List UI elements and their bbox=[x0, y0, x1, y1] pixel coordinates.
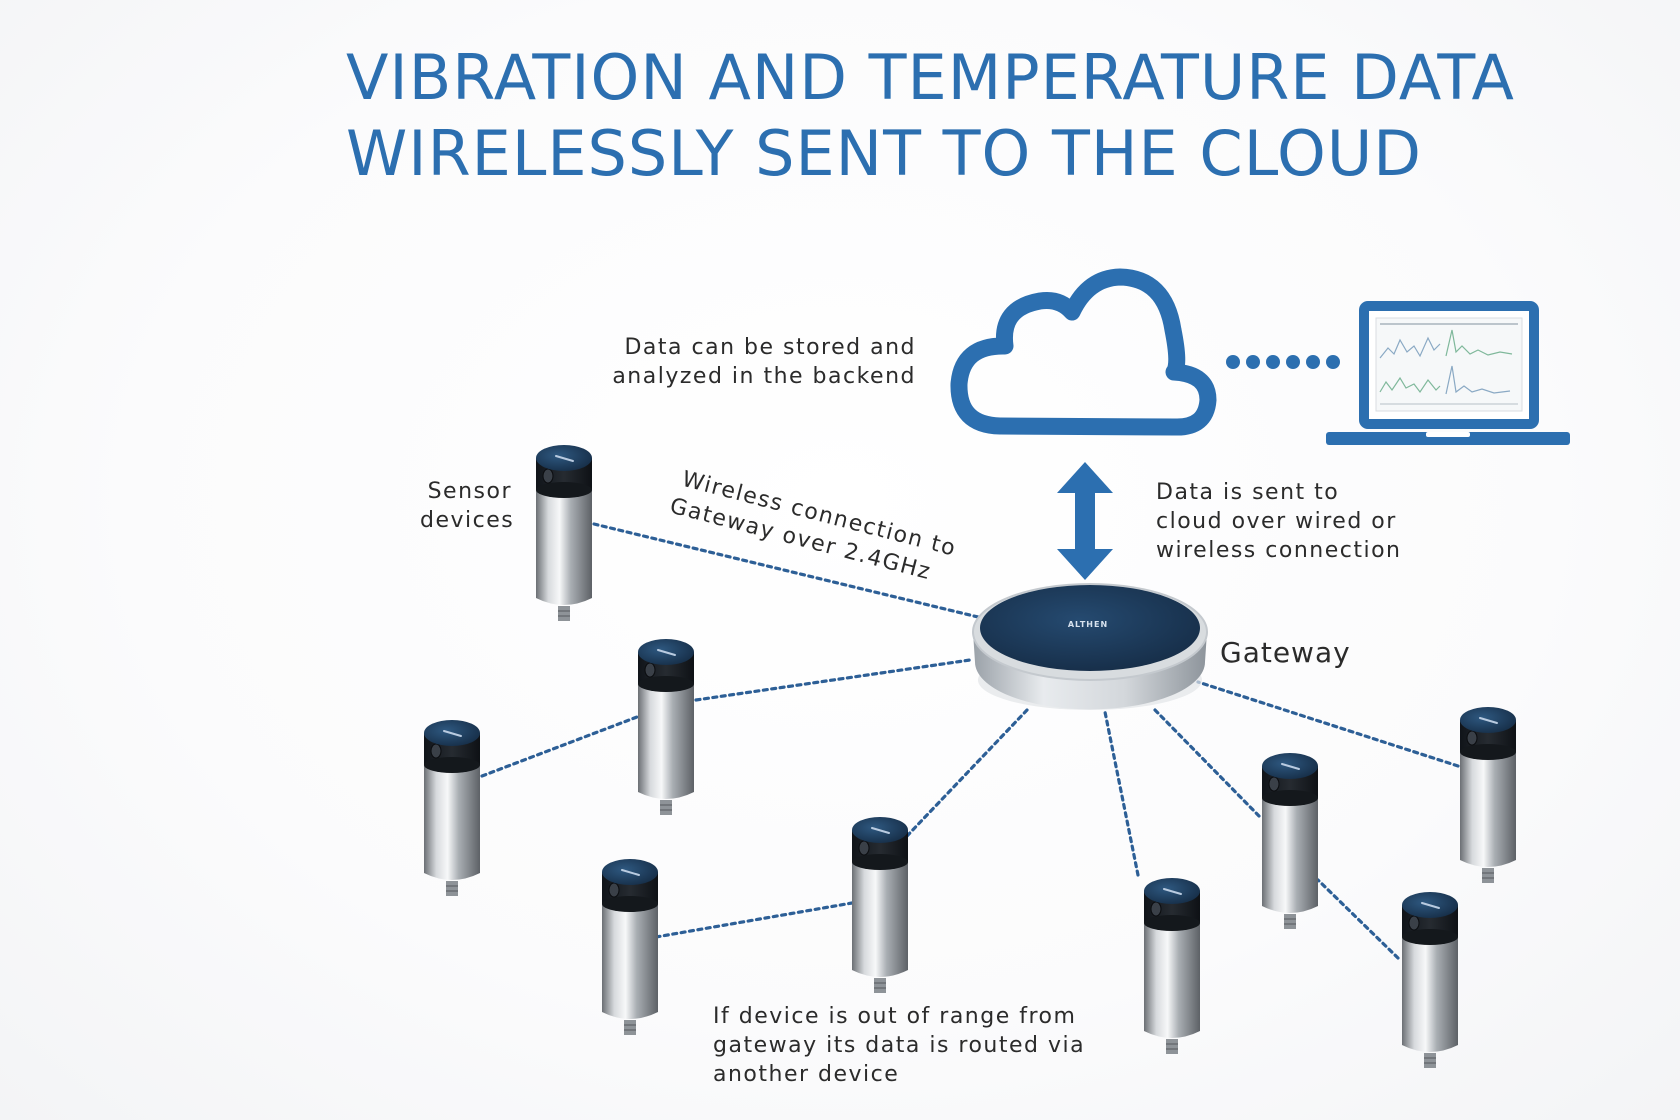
sensor-device-3 bbox=[424, 720, 480, 896]
sensor-device-6 bbox=[1144, 878, 1200, 1054]
svg-text:Wireless connection to G: Wireless connection to Gateway over 2.4G… bbox=[667, 466, 967, 592]
link-sensor5-sensor4 bbox=[654, 901, 854, 939]
title-line-2: WIRELESSLY SENT TO THE CLOUD bbox=[346, 117, 1422, 190]
link-sensor6-gateway bbox=[1103, 710, 1140, 877]
cloud-laptop-link-icon bbox=[1226, 355, 1340, 369]
link-sensor2-gateway bbox=[694, 658, 972, 702]
sensor-label-line-1: Sensor bbox=[427, 479, 512, 504]
routing-label-line-2: gateway its data is routed via bbox=[713, 1033, 1086, 1058]
sensor-device-7 bbox=[1262, 753, 1318, 929]
link-sensor1-gateway bbox=[592, 522, 980, 619]
gateway-brand-logo: ALTHEN bbox=[1068, 620, 1108, 629]
laptop-icon bbox=[1326, 301, 1570, 445]
link-sensor7-gateway bbox=[1153, 708, 1261, 818]
wireless-connection-label: Wireless connection to Gateway over 2.4G… bbox=[667, 466, 967, 592]
bidirectional-arrow-icon bbox=[1057, 462, 1113, 580]
gateway-label: Gateway bbox=[1220, 636, 1351, 669]
sensor-device-1 bbox=[536, 445, 592, 621]
link-sensor9-sensor7 bbox=[1316, 878, 1400, 960]
title-line-1: VIBRATION AND TEMPERATURE DATA bbox=[346, 41, 1515, 114]
cloud-connection-label: Data is sent to cloud over wired or wire… bbox=[1156, 478, 1401, 565]
sensor-label-line-2: devices bbox=[420, 508, 515, 533]
cloud-icon bbox=[950, 268, 1217, 436]
sensor-device-2 bbox=[638, 639, 694, 815]
sensor-device-8 bbox=[1460, 707, 1516, 883]
sensor-device-4 bbox=[852, 817, 908, 993]
page-title: VIBRATION AND TEMPERATURE DATA WIRELESSL… bbox=[346, 40, 1515, 192]
cloud-label-line-3: wireless connection bbox=[1156, 538, 1402, 563]
sensor-devices-label: Sensor devices bbox=[420, 477, 515, 535]
link-sensor8-gateway bbox=[1196, 680, 1460, 768]
routing-note-label: If device is out of range from gateway i… bbox=[713, 1002, 1085, 1089]
routing-label-line-1: If device is out of range from bbox=[713, 1004, 1077, 1029]
link-sensor4-gateway bbox=[905, 707, 1030, 838]
dashboard-chart-icon bbox=[1379, 323, 1518, 405]
cloud-label-line-2: cloud over wired or bbox=[1156, 509, 1397, 534]
backend-label-line-2: analyzed in the backend bbox=[612, 364, 916, 389]
sensor-device-9 bbox=[1402, 892, 1458, 1068]
routing-label-line-3: another device bbox=[713, 1062, 900, 1087]
sensor-device-5 bbox=[602, 859, 658, 1035]
backend-label-line-1: Data can be stored and bbox=[624, 335, 916, 360]
cloud-label-line-1: Data is sent to bbox=[1156, 480, 1340, 505]
wireless-links bbox=[480, 522, 1460, 960]
backend-storage-label: Data can be stored and analyzed in the b… bbox=[600, 333, 916, 391]
link-sensor3-sensor2 bbox=[480, 715, 639, 778]
gateway-device: ALTHEN bbox=[972, 583, 1208, 710]
